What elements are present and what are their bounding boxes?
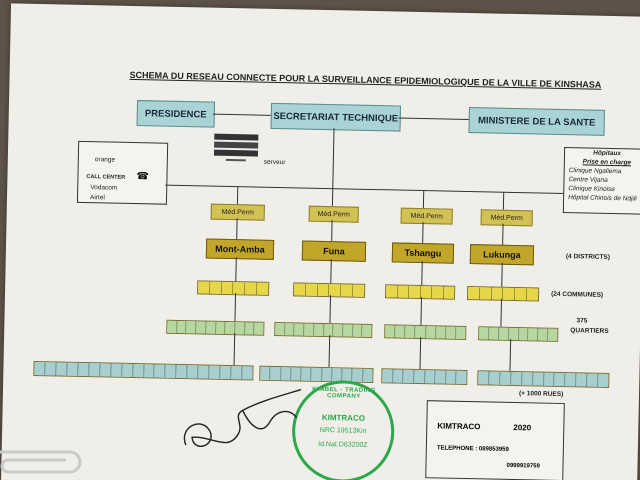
server-icon xyxy=(213,133,259,163)
quartiers-bar xyxy=(274,321,373,339)
link-communes-quartiers xyxy=(500,298,502,327)
main-vertical-link xyxy=(332,128,335,191)
district-tshangu: Tshangu xyxy=(391,242,455,264)
company-year: 2020 xyxy=(513,423,532,433)
call-center-label: CALL CENTER xyxy=(86,174,126,181)
note-quartiers: QUARTIERS xyxy=(570,327,609,335)
network-bus xyxy=(165,184,566,195)
link-bus-medperm xyxy=(422,190,425,209)
link-medperm-district xyxy=(331,220,333,243)
operator-vodacom: Vodacom xyxy=(90,184,118,192)
company-info-box: KIMTRACO 2020 TELEPHONE : 089853959 0999… xyxy=(425,400,565,480)
note-rues: (+ 1000 RUES) xyxy=(518,390,564,399)
note-districts: (4 DISTRICTS) xyxy=(565,253,611,261)
link-district-communes xyxy=(501,262,503,287)
link-presidence-secretariat xyxy=(212,113,271,116)
med-perm-box: Méd.Perm xyxy=(480,209,533,227)
district-funa: Funa xyxy=(301,240,367,262)
link-district-communes xyxy=(330,259,332,284)
link-bus-medperm xyxy=(236,186,239,205)
link-quartiers-rues xyxy=(419,337,422,370)
call-center-box: orange CALL CENTER ☎ Vodacom Airtel xyxy=(76,140,169,205)
note-quartiers-count: 375 xyxy=(576,317,588,325)
rues-bar xyxy=(381,368,468,386)
link-communes-quartiers xyxy=(420,297,423,326)
telephone-icon: ☎ xyxy=(136,171,150,183)
note-communes: (24 COMMUNES) xyxy=(551,290,604,299)
med-perm-box: Méd.Perm xyxy=(400,207,453,225)
link-medperm-district xyxy=(236,218,238,241)
node-secretariat-technique: SECRETARIAT TECHNIQUE xyxy=(270,102,402,132)
operator-airtel: Airtel xyxy=(89,194,105,202)
quartiers-bar xyxy=(384,324,467,340)
paperclip-icon xyxy=(0,450,82,474)
communes-bar xyxy=(466,286,540,302)
hospitals-box: Hôpitaux Prise en charge Clinique Ngalie… xyxy=(562,147,640,215)
hospital-item: Hôpital Chinois de Ndjili xyxy=(568,194,637,203)
operator-orange: orange xyxy=(94,156,116,164)
link-medperm-district xyxy=(422,222,424,245)
med-perm-box: Méd.Perm xyxy=(210,203,265,221)
med-perm-box: Méd.Perm xyxy=(308,205,359,223)
node-presidence: PRESIDENCE xyxy=(136,100,216,128)
paper-sheet: SCHEMA DU RESEAU CONNECTE POUR LA SURVEI… xyxy=(1,3,640,480)
link-secretariat-ministere xyxy=(398,117,469,121)
signature xyxy=(183,388,302,447)
communes-bar xyxy=(197,280,270,296)
quartiers-bar xyxy=(478,326,559,342)
link-quartiers-rues xyxy=(328,335,331,368)
company-name: KIMTRACO xyxy=(437,421,481,432)
link-district-communes xyxy=(235,257,237,282)
link-bus-medperm xyxy=(331,190,334,207)
link-quartiers-rues xyxy=(509,338,512,371)
link-bus-medperm xyxy=(502,191,505,210)
node-ministere-sante: MINISTERE DE LA SANTE xyxy=(468,107,605,136)
link-communes-quartiers xyxy=(329,295,332,324)
rues-bar xyxy=(477,370,610,389)
diagram-title: SCHEMA DU RESEAU CONNECTE POUR LA SURVEI… xyxy=(129,69,602,90)
company-telephone: TELEPHONE : 089853959 xyxy=(436,445,509,453)
link-communes-quartiers xyxy=(234,293,237,322)
link-quartiers-rues xyxy=(233,333,236,366)
district-mont-amba: Mont-Amba xyxy=(205,238,275,260)
server-label: serveur xyxy=(263,158,286,167)
link-medperm-district xyxy=(502,223,504,246)
quartiers-bar xyxy=(166,319,265,336)
link-district-communes xyxy=(421,261,423,286)
company-phone2: 0999919759 xyxy=(506,462,540,470)
